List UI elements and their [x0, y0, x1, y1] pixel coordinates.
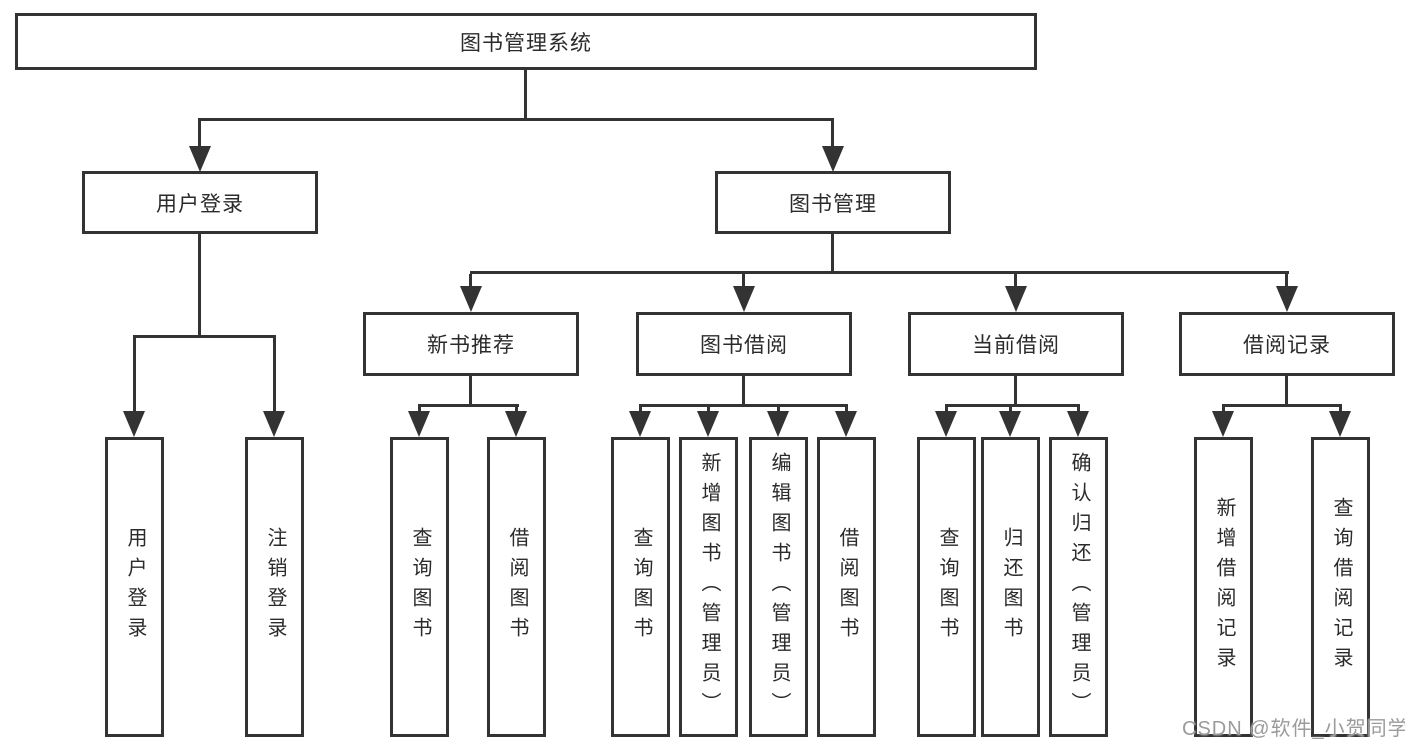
edge-line — [198, 121, 201, 148]
leaf-user-login: 用户登录 — [105, 437, 164, 737]
edge-line — [1222, 404, 1342, 407]
leaf-edit-books-admin: 编辑图书（管理员） — [749, 437, 808, 737]
arrow-down-icon — [1212, 411, 1234, 437]
arrow-down-icon — [835, 411, 857, 437]
node-borrowing-records: 借阅记录 — [1179, 312, 1395, 376]
arrow-down-icon — [460, 286, 482, 312]
arrow-down-icon — [629, 411, 651, 437]
arrow-down-icon — [1067, 411, 1089, 437]
leaf-logout-login: 注销登录 — [245, 437, 304, 737]
leaf-add-books-admin: 新增图书（管理员） — [679, 437, 738, 737]
leaf-borrow-books-recommend: 借阅图书 — [487, 437, 546, 737]
arrow-down-icon — [935, 411, 957, 437]
arrow-down-icon — [767, 411, 789, 437]
edge-line — [273, 338, 276, 414]
arrow-down-icon — [1005, 286, 1027, 312]
leaf-confirm-return-admin: 确认归还（管理员） — [1049, 437, 1108, 737]
arrow-down-icon — [189, 146, 211, 172]
leaf-query-borrow-record: 查询借阅记录 — [1311, 437, 1370, 737]
edge-line — [469, 376, 472, 407]
edge-line — [469, 274, 472, 287]
node-new-book-recommendation: 新书推荐 — [363, 312, 579, 376]
arrow-down-icon — [1276, 286, 1298, 312]
arrow-down-icon — [822, 146, 844, 172]
edge-line — [198, 118, 834, 121]
arrow-down-icon — [697, 411, 719, 437]
leaf-query-books-recommend: 查询图书 — [390, 437, 449, 737]
edge-line — [198, 234, 201, 337]
node-current-borrowing: 当前借阅 — [908, 312, 1124, 376]
arrow-down-icon — [733, 286, 755, 312]
arrow-down-icon — [408, 411, 430, 437]
node-book-borrowing: 图书借阅 — [636, 312, 852, 376]
edge-line — [945, 404, 1080, 407]
edge-line — [1285, 274, 1288, 287]
edge-line — [742, 376, 745, 407]
edge-line — [418, 404, 519, 407]
watermark-text: CSDN @软件_小贺同学 — [1182, 718, 1405, 740]
edge-line — [1014, 274, 1017, 287]
edge-line — [742, 274, 745, 287]
edge-line — [639, 404, 848, 407]
edge-line — [831, 121, 834, 148]
edge-line — [524, 70, 527, 120]
arrow-down-icon — [999, 411, 1021, 437]
edge-line — [133, 338, 136, 414]
node-user-login: 用户登录 — [82, 171, 318, 234]
arrow-down-icon — [123, 411, 145, 437]
leaf-query-books-current: 查询图书 — [917, 437, 976, 737]
arrow-down-icon — [263, 411, 285, 437]
edge-line — [831, 234, 834, 273]
arrow-down-icon — [1329, 411, 1351, 437]
edge-line — [133, 335, 276, 338]
edge-line — [1014, 376, 1017, 407]
edge-line — [1285, 376, 1288, 407]
edge-line — [470, 271, 1289, 274]
leaf-return-books: 归还图书 — [981, 437, 1040, 737]
node-book-management: 图书管理 — [715, 171, 951, 234]
node-library-system-root: 图书管理系统 — [15, 13, 1037, 70]
leaf-add-borrow-record: 新增借阅记录 — [1194, 437, 1253, 737]
leaf-borrow-books-borrowing: 借阅图书 — [817, 437, 876, 737]
arrow-down-icon — [505, 411, 527, 437]
leaf-query-books-borrowing: 查询图书 — [611, 437, 670, 737]
